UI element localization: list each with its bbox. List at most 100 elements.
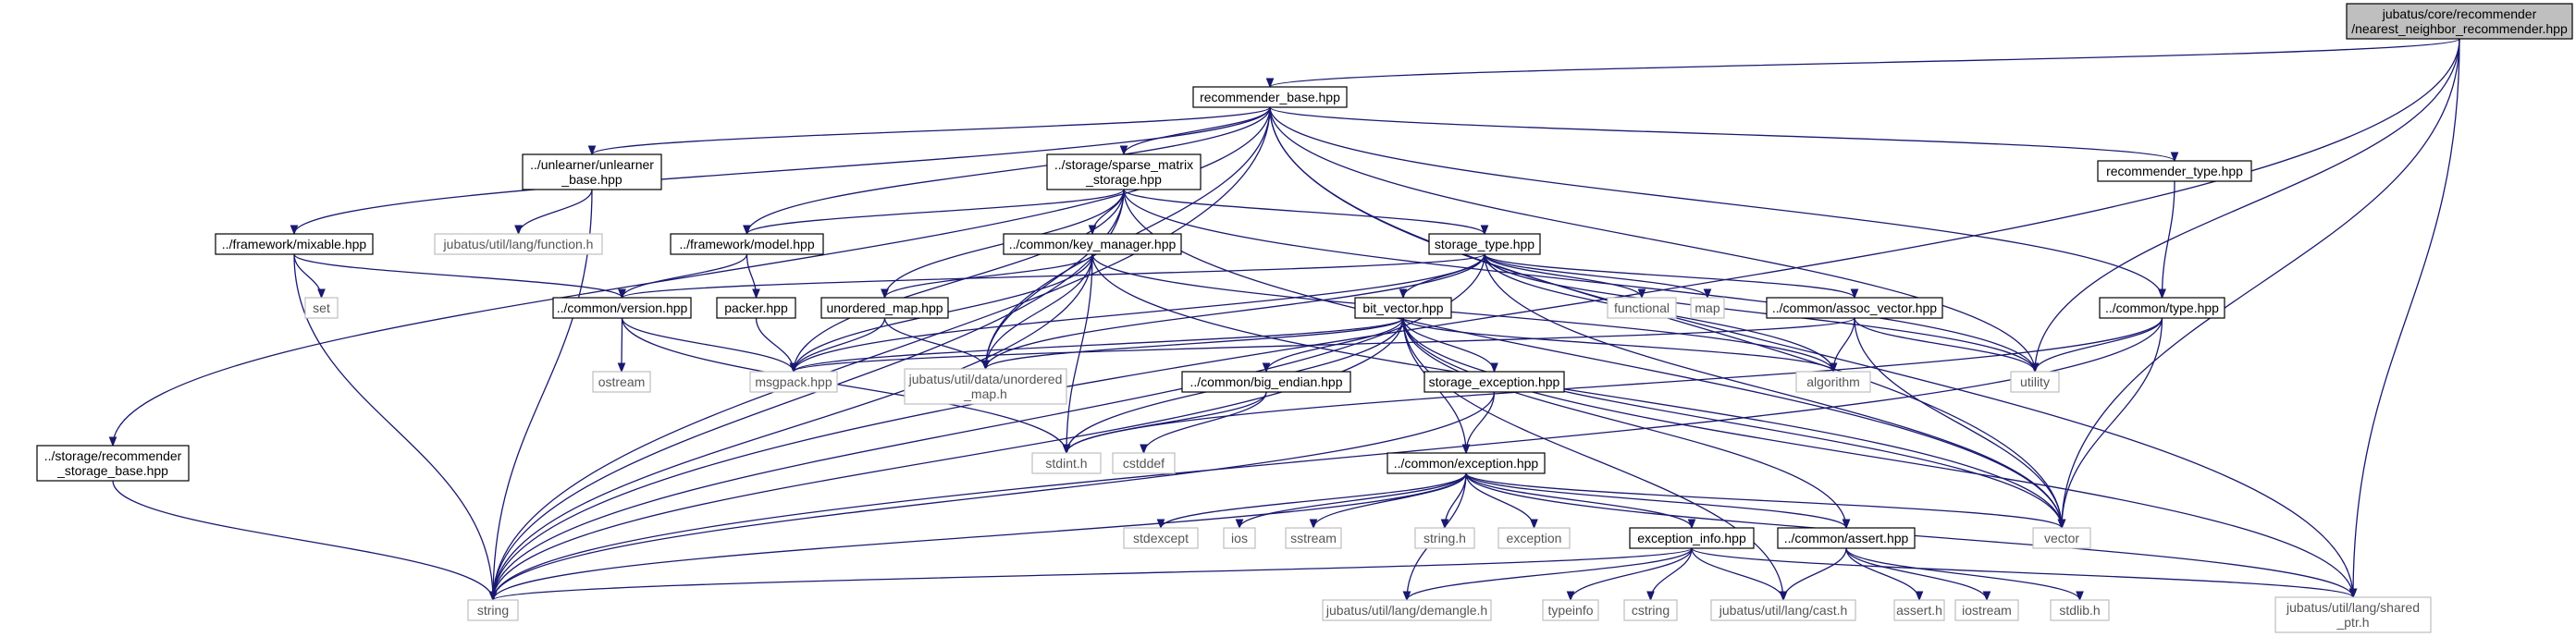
node-label-udata-1: _map.h xyxy=(963,386,1007,401)
node-box-demangle xyxy=(1322,599,1492,621)
edge-rectype-to-commontype xyxy=(2161,180,2175,299)
node-bitvec[interactable]: bit_vector.hpp xyxy=(1354,297,1452,319)
arrowhead-bigend-to-stdint xyxy=(1062,444,1071,455)
node-excinfo[interactable]: exception_info.hpp xyxy=(1629,527,1755,549)
node-box-function xyxy=(434,233,603,255)
arrowhead-exception-to-excinfo xyxy=(1687,519,1696,530)
node-stortype[interactable]: storage_type.hpp xyxy=(1428,233,1541,255)
node-label-string-0: string xyxy=(477,603,509,618)
node-label-storexc-0: storage_exception.hpp xyxy=(1429,374,1560,389)
edge-root-to-string xyxy=(492,38,2460,601)
node-label-ostream-0: ostream xyxy=(598,374,646,389)
edges-layer xyxy=(108,38,2460,602)
edge-assert-to-stdlib xyxy=(1845,547,2081,601)
node-box-sstream xyxy=(1285,527,1342,549)
node-label-model-0: ../framework/model.hpp xyxy=(679,237,814,251)
arrowhead-exception-to-vector xyxy=(2057,519,2066,530)
node-utility: utility xyxy=(2010,371,2060,393)
node-recbase[interactable]: recommender_base.hpp xyxy=(1192,86,1348,108)
edge-sparse-to-stortype xyxy=(1123,189,1485,235)
node-box-stortype xyxy=(1428,233,1541,255)
node-mixable[interactable]: ../framework/mixable.hpp xyxy=(215,233,374,255)
node-box-functional xyxy=(1607,297,1677,319)
node-cstring: cstring xyxy=(1623,599,1678,621)
node-cstddef: cstddef xyxy=(1112,452,1176,474)
edge-sparse-to-udata xyxy=(984,189,1125,370)
node-packer[interactable]: packer.hpp xyxy=(716,297,796,319)
node-exception[interactable]: ../common/exception.hpp xyxy=(1387,452,1546,474)
edge-model-to-version xyxy=(621,253,748,299)
node-label-stortype-0: storage_type.hpp xyxy=(1435,237,1535,251)
arrowhead-assert-to-stdlib xyxy=(2076,591,2084,602)
node-keymgr[interactable]: ../common/key_manager.hpp xyxy=(1003,233,1182,255)
edge-stortype-to-map xyxy=(1484,253,1708,299)
node-storexc[interactable]: storage_exception.hpp xyxy=(1424,371,1565,393)
node-stringh: string.h xyxy=(1414,527,1475,549)
arrowhead-stortype-to-functional xyxy=(1637,288,1646,300)
arrowhead-excinfo-to-typeinfo xyxy=(1566,591,1575,602)
node-recstor[interactable]: ../storage/recommender_storage_base.hpp xyxy=(36,445,190,482)
arrowhead-recbase-to-mixable xyxy=(290,225,299,236)
node-box-map xyxy=(1690,297,1725,319)
node-unlearner[interactable]: ../unlearner/unlearner_base.hpp xyxy=(522,153,662,190)
edge-keymgr-to-stdint xyxy=(1066,253,1093,454)
edge-excinfo-to-shared xyxy=(1691,547,2354,598)
arrowhead-excinfo-to-shared xyxy=(2348,588,2358,599)
node-label-stdexcept-0: stdexcept xyxy=(1133,531,1189,545)
node-label-rectype-0: recommender_type.hpp xyxy=(2106,164,2243,178)
node-box-sparse xyxy=(1046,153,1202,190)
node-label-packer-0: packer.hpp xyxy=(724,300,788,315)
edge-recbase-to-commontype xyxy=(1269,106,2163,299)
edge-bitvec-to-algorithm xyxy=(1402,317,1834,373)
edge-keymgr-to-umap xyxy=(883,253,1093,299)
edge-umap-to-msgpack xyxy=(793,317,886,373)
edge-bitvec-to-assert xyxy=(1402,317,1847,529)
edge-sparse-to-msgpack xyxy=(793,189,1125,373)
node-shared: jubatus/util/lang/shared_ptr.h xyxy=(2274,596,2432,633)
node-box-string xyxy=(467,599,519,621)
node-label-keymgr-0: ../common/key_manager.hpp xyxy=(1009,237,1177,251)
edge-assocvec-to-msgpack xyxy=(793,317,1855,373)
node-bigend[interactable]: ../common/big_endian.hpp xyxy=(1181,371,1351,393)
node-umap[interactable]: unordered_map.hpp xyxy=(820,297,949,319)
node-assocvec[interactable]: ../common/assoc_vector.hpp xyxy=(1766,297,1943,319)
edge-umap-to-udata xyxy=(883,317,987,370)
node-box-mixable xyxy=(215,233,374,255)
node-model[interactable]: ../framework/model.hpp xyxy=(670,233,824,255)
node-box-typeinfo xyxy=(1542,599,1599,621)
node-box-stdint xyxy=(1031,452,1102,474)
arrowhead-assert-to-iostream xyxy=(1982,591,1991,602)
node-set: set xyxy=(304,297,339,319)
edge-stortype-to-utility xyxy=(1484,253,2036,373)
arrowhead-stortype-to-version xyxy=(618,288,626,300)
edge-stortype-to-version xyxy=(621,253,1485,299)
node-label-recbase-0: recommender_base.hpp xyxy=(1200,90,1340,104)
node-box-umap xyxy=(820,297,949,319)
node-rectype[interactable]: recommender_type.hpp xyxy=(2097,160,2252,182)
arrowhead-bitvec-to-storexc xyxy=(1490,362,1498,374)
node-stdlib: stdlib.h xyxy=(2050,599,2110,621)
node-udata: jubatus/util/data/unordered_map.h xyxy=(904,368,1067,405)
edge-version-to-stdint xyxy=(621,317,1067,454)
node-assert[interactable]: ../common/assert.hpp xyxy=(1777,527,1916,549)
node-box-excinfo xyxy=(1629,527,1755,549)
node-version[interactable]: ../common/version.hpp xyxy=(552,297,692,319)
arrowhead-stortype-to-assocvec xyxy=(1850,288,1859,300)
node-label-shared-0: jubatus/util/lang/shared xyxy=(2286,600,2420,615)
arrowhead-assert-to-asserth xyxy=(1915,591,1924,602)
node-box-cstring xyxy=(1623,599,1678,621)
edge-exception-to-vector xyxy=(1465,472,2063,529)
node-label-sparse-1: _storage.hpp xyxy=(1085,172,1162,187)
arrowhead-bigend-to-cstddef xyxy=(1140,444,1148,455)
node-commontype[interactable]: ../common/type.hpp xyxy=(2099,297,2225,319)
node-sparse[interactable]: ../storage/sparse_matrix_storage.hpp xyxy=(1046,153,1202,190)
arrowhead-exception-to-exc xyxy=(1530,519,1538,530)
node-label-cstddef-0: cstddef xyxy=(1123,456,1165,471)
node-box-packer xyxy=(716,297,796,319)
node-root[interactable]: jubatus/core/recommender/nearest_neighbo… xyxy=(2346,3,2573,40)
node-box-algorithm xyxy=(1795,371,1871,393)
edge-unlearner-to-function xyxy=(517,189,593,235)
node-box-shared xyxy=(2274,596,2432,633)
edge-root-to-utility xyxy=(2034,38,2460,373)
node-label-exc-0: exception xyxy=(1507,531,1562,545)
